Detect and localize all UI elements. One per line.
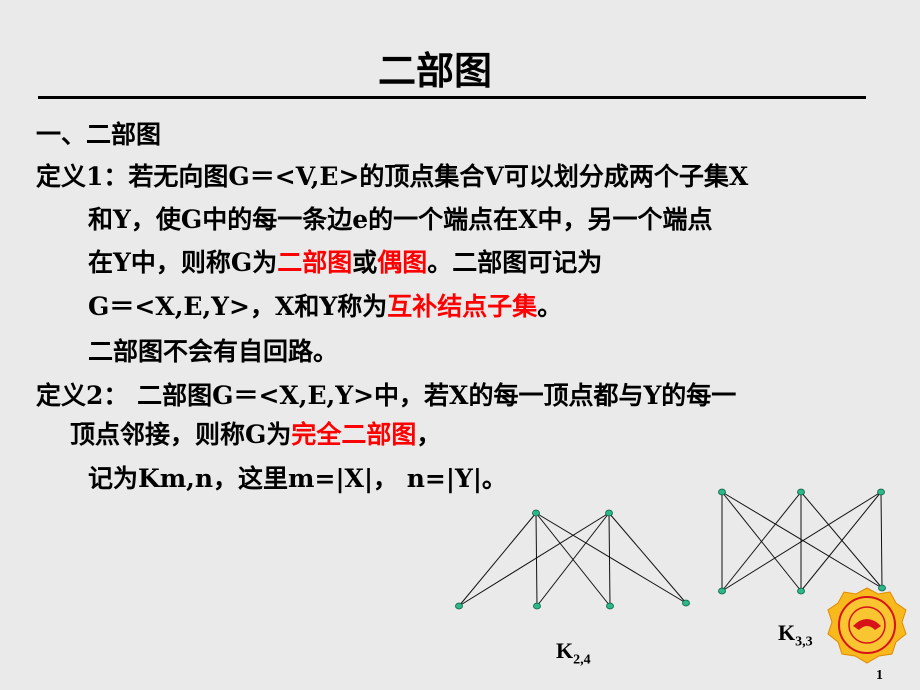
text-line: 顶点邻接，则称G为完全二部图， [70,415,441,451]
graph-vertex [797,587,805,595]
graph-edge [608,512,611,607]
title-divider [38,96,866,99]
graph-edge [458,512,610,607]
graph-edge [721,491,882,592]
graph-vertex [877,488,885,496]
graph-vertex [533,602,541,610]
text-segment: 记为Km,n，这里m=|X|， n=|Y|。 [88,464,507,493]
highlighted-term: 完全二部图 [291,420,417,449]
text-segment: 或 [352,248,378,277]
graph-edge [880,491,883,589]
graph-edge [458,512,537,607]
text-line: 和Y，使G中的每一条边e的一个端点在X中，另一个端点 [88,200,713,236]
text-segment: 。二部图可记为 [427,248,603,277]
graph-edge [608,512,687,604]
text-segment: 顶点邻接，则称G为 [70,420,292,449]
graph-vertex [455,602,463,610]
text-segment: 在Y中，则称G为 [88,248,278,277]
text-line: 定义2： 二部图G＝<X,E,Y>中，若X的每一顶点都与Y的每一 [36,376,736,412]
page-number: 1 [876,668,883,683]
text-segment: G＝<X,E,Y>，X和Y称为 [88,292,388,321]
highlighted-term: 互补结点子集 [387,292,538,321]
graph-vertex [718,587,726,595]
graph-vertex [532,509,540,517]
graph-edge [535,512,687,604]
text-segment: 定义2： 二部图G＝<X,E,Y>中，若X的每一顶点都与Y的每一 [36,381,737,410]
graph-edge [536,512,610,607]
graph-edge [721,491,883,589]
text-line: 在Y中，则称G为二部图或偶图。二部图可记为 [88,243,602,279]
graph-edge [721,491,802,592]
k33-label: K3,3 [778,620,813,650]
text-segment: 定义1：若无向图G＝<V,E>的顶点集合V可以划分成两个子集X [36,162,749,191]
graph-vertex [797,488,805,496]
text-segment: 和Y，使G中的每一条边e的一个端点在X中，另一个端点 [88,205,713,234]
text-segment: 。 [537,292,563,321]
text-line: 定义1：若无向图G＝<V,E>的顶点集合V可以划分成两个子集X [36,157,748,193]
graph-edge [800,491,882,592]
slide-title: 二部图 [377,48,492,93]
text-segment: 二部图不会有自回路。 [88,337,339,366]
graph-vertex [718,488,726,496]
graph-vertex [605,509,613,517]
graph-edge [800,491,883,589]
k24-graph [455,509,690,610]
graph-vertex [606,602,614,610]
highlighted-term: 二部图 [277,248,353,277]
k24-label: K2,4 [556,638,591,668]
text-segment: ， [416,420,442,449]
text-line: 记为Km,n，这里m=|X|， n=|Y|。 [88,459,507,495]
highlighted-term: 偶图 [377,248,428,277]
text-segment: 一、二部图 [36,120,162,149]
text-line: 一、二部图 [36,115,161,151]
text-line: 二部图不会有自回路。 [88,332,338,368]
graph-vertex [682,599,690,607]
k33-graph [718,488,886,595]
graph-vertex [878,584,886,592]
university-seal-logo [827,587,907,664]
text-line: G＝<X,E,Y>，X和Y称为互补结点子集。 [88,287,562,323]
graph-edge [535,512,538,607]
